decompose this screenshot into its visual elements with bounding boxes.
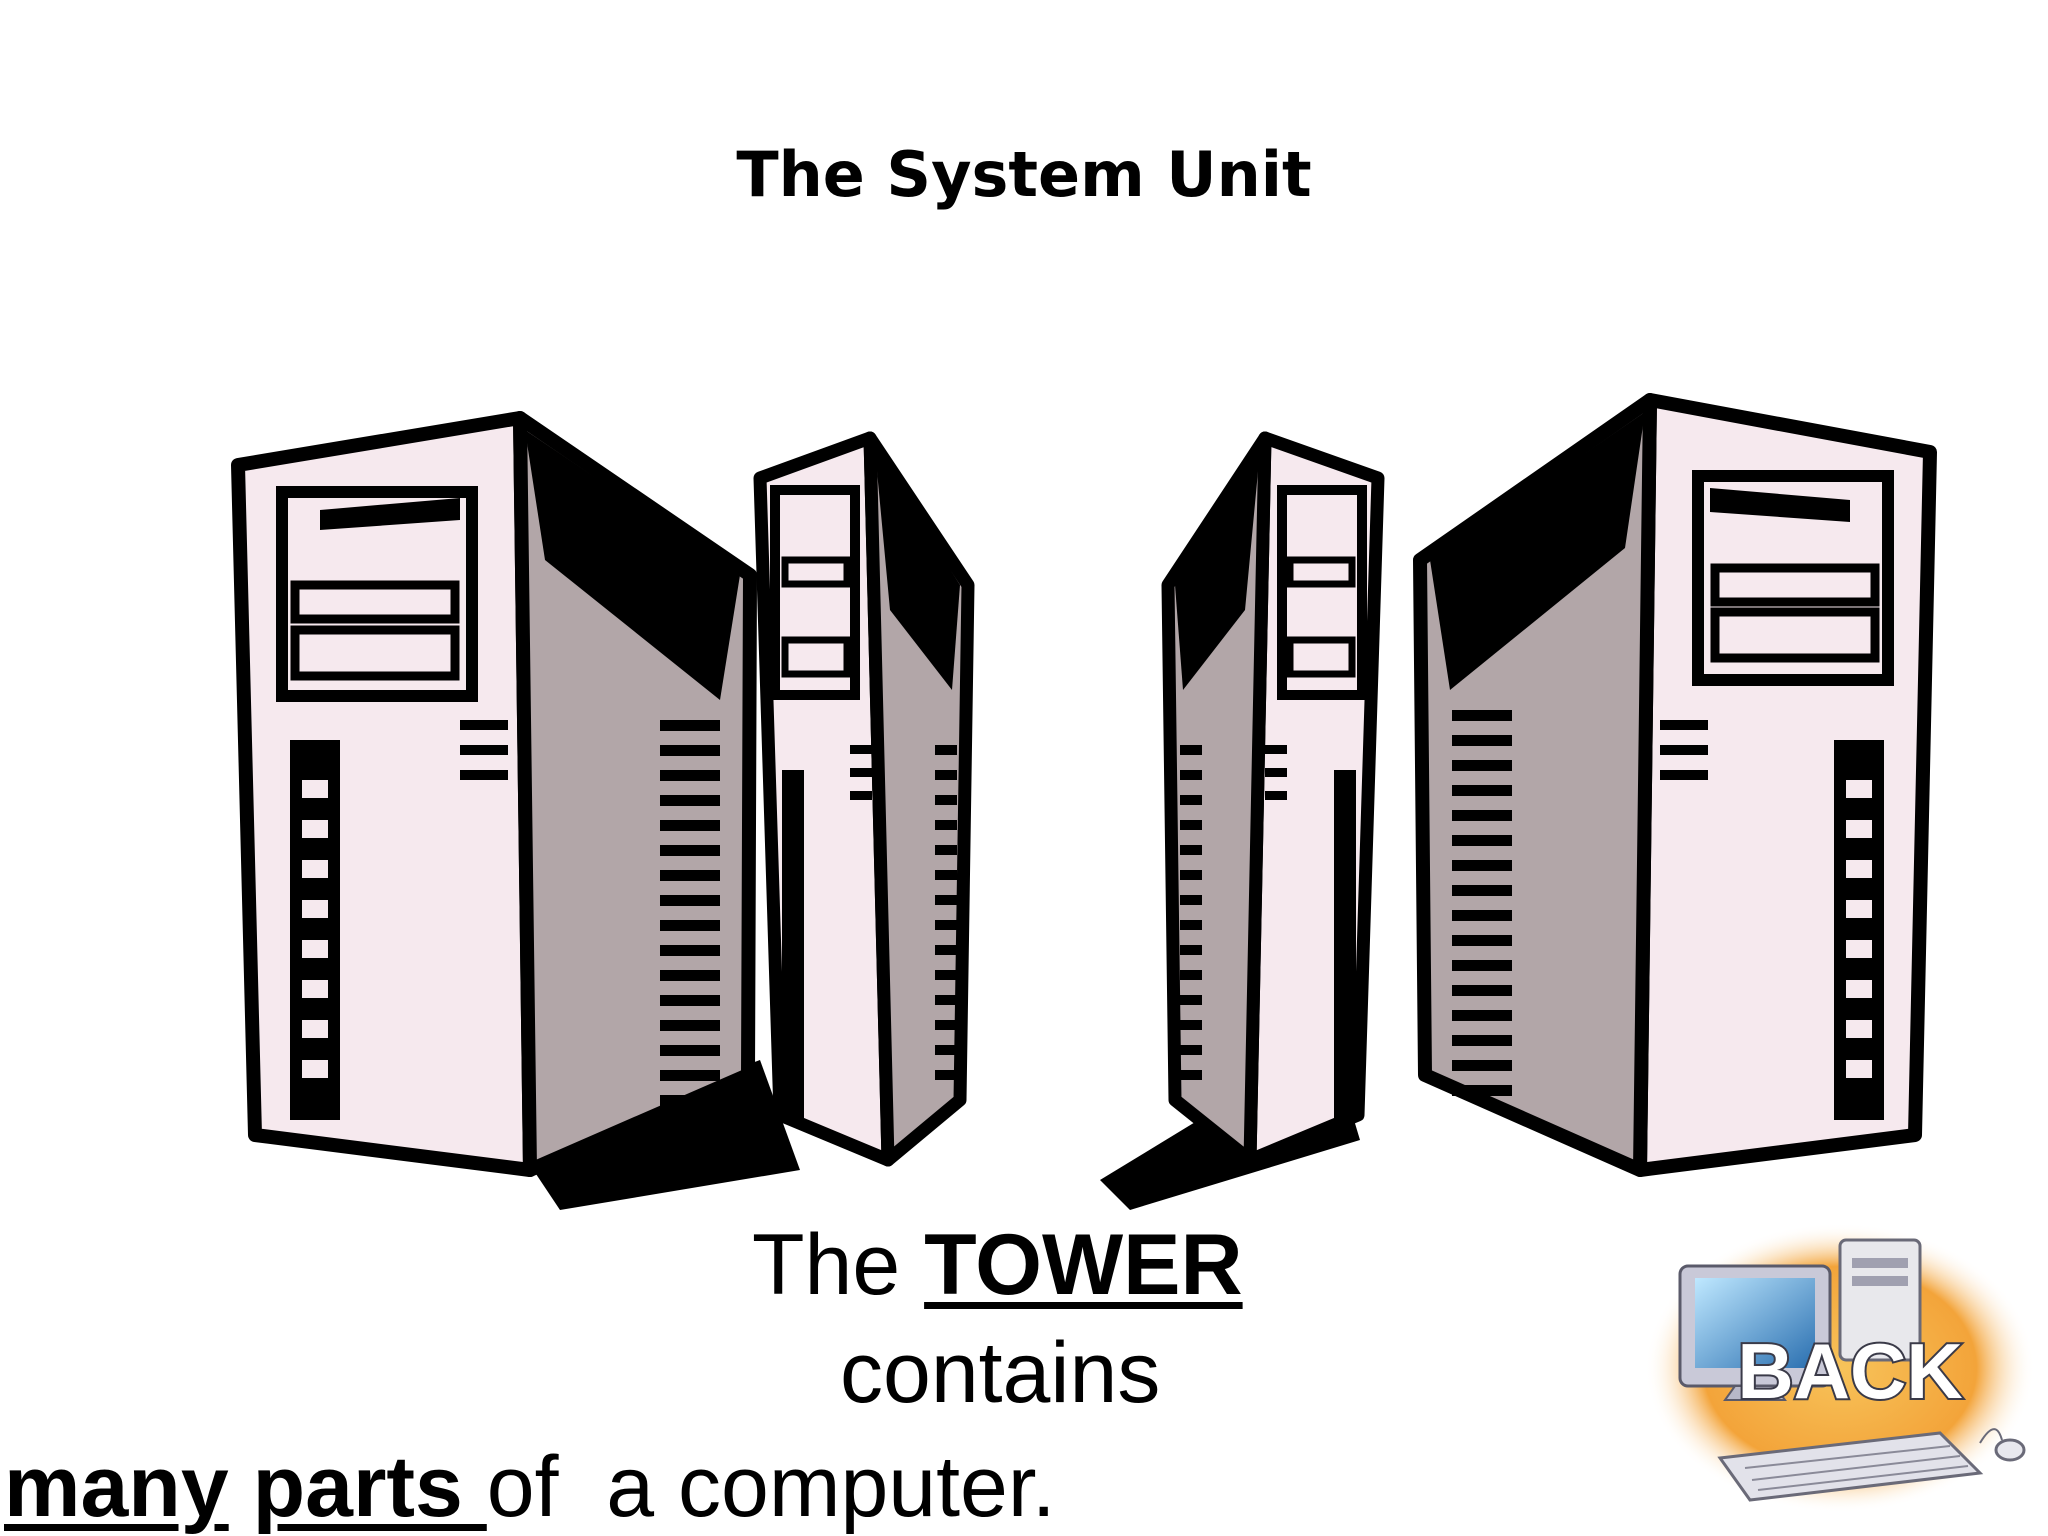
caption-line-1: The TOWER (752, 1222, 1243, 1308)
tower-4 (1413, 393, 1937, 1177)
caption-space (229, 1439, 253, 1535)
caption-line-3: many parts of a computer. (4, 1444, 1056, 1530)
back-label: BACK (1737, 1327, 1962, 1415)
slide-title: The System Unit (736, 138, 1312, 211)
back-button[interactable]: BACK (1640, 1218, 2040, 1518)
tower-shadow-left (520, 1060, 800, 1210)
caption-many: many (4, 1439, 229, 1535)
caption-parts: parts (252, 1439, 487, 1535)
caption-the: The (752, 1217, 925, 1313)
back-computer-icon: BACK (1645, 1223, 2035, 1513)
tower-3 (1161, 431, 1385, 1167)
tower-1 (231, 411, 757, 1177)
tower-2 (753, 431, 975, 1167)
caption-of-a-computer: of a computer. (486, 1439, 1056, 1535)
caption-tower: TOWER (924, 1217, 1243, 1313)
caption-line-2: contains (840, 1325, 1161, 1421)
